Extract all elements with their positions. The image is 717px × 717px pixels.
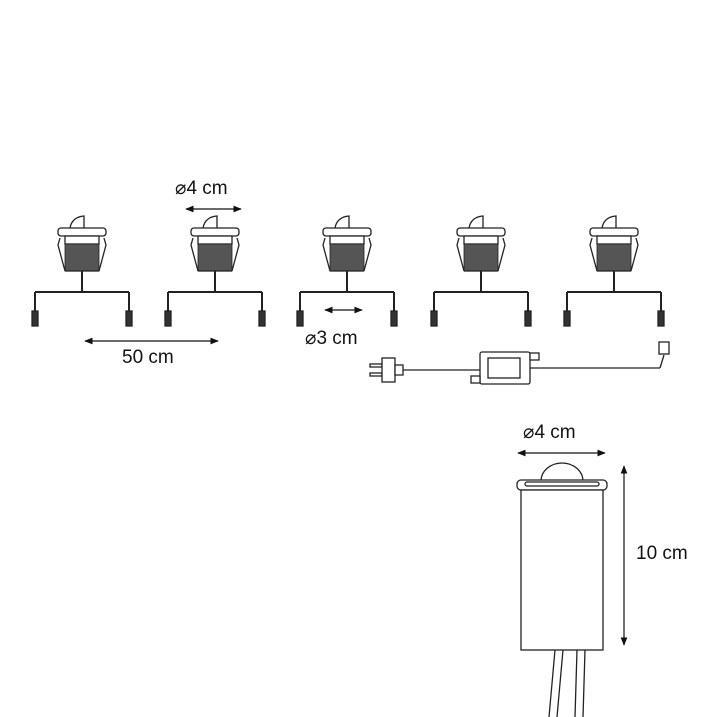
spot-light (296, 215, 398, 327)
spot-light (164, 215, 266, 327)
spot-light (31, 215, 133, 327)
spike-diameter-label: ⌀4 cm (523, 422, 576, 443)
spot-diameter-label: ⌀4 cm (175, 178, 228, 199)
ground-spike (516, 449, 628, 717)
spot-lights (31, 215, 665, 327)
spot-light (430, 215, 532, 327)
hole-diameter-label: ⌀3 cm (305, 328, 358, 349)
spot-light (563, 215, 665, 327)
cable-length-label: 50 cm (122, 347, 174, 368)
transformer (369, 341, 670, 385)
spike-height-label: 10 cm (636, 543, 688, 564)
